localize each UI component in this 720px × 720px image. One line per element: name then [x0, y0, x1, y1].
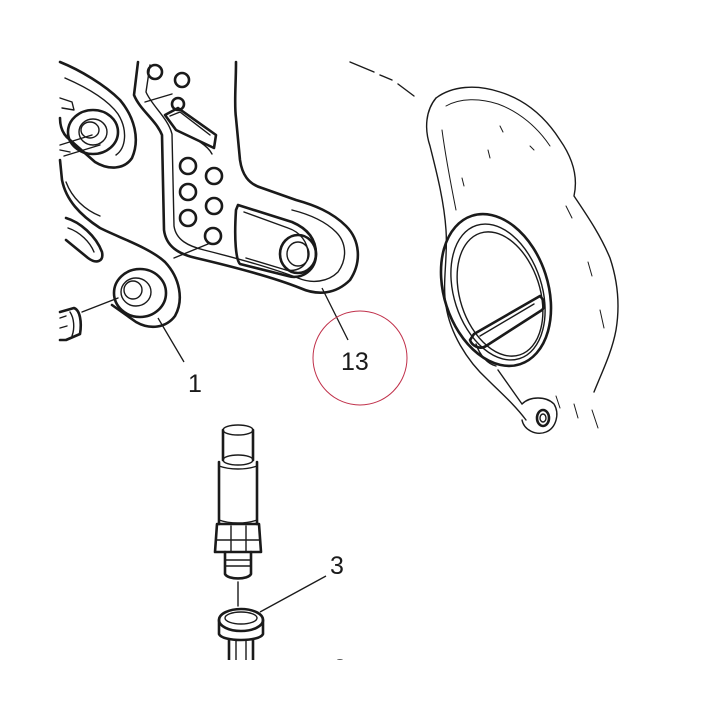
- callout-label-3: 3: [330, 552, 344, 580]
- leader-part-13: [321, 287, 349, 341]
- leader-part-1: [157, 317, 185, 363]
- bracket-plate: [63, 60, 360, 294]
- bolt-pin: [213, 424, 263, 607]
- housing-cover: [349, 61, 619, 434]
- callout-label-1: 1: [188, 370, 202, 398]
- washer-bushing: [217, 607, 265, 662]
- highlight-ring: [312, 310, 408, 406]
- linkage-arm: [58, 60, 182, 342]
- callout-label-13: 13: [341, 348, 369, 376]
- bottom-crop-mask: [0, 660, 720, 720]
- leader-part-3: [259, 575, 327, 613]
